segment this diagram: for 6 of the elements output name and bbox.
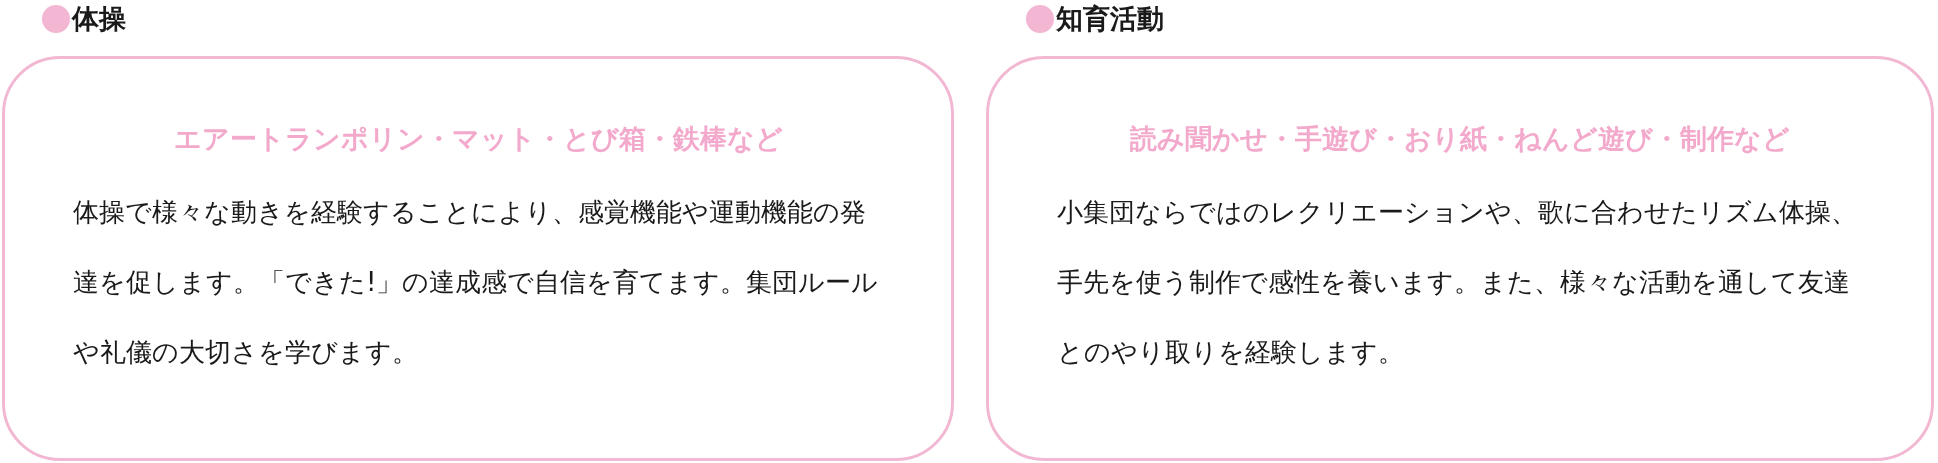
- description-text: 小集団ならではのレクリエーションや、歌に合わせたリズム体操、手先を使う制作で感性を養います。また、様々な活動を通して友達とのやり取りを経験します。: [1057, 196, 1858, 369]
- description-text: 体操で様々な動きを経験することにより、感覚機能や運動機能の発達を促します。「できた!」の達成感で自信を育てます。集団ルールや礼儀の大切さを学びます。: [73, 196, 880, 369]
- section-heading: 体操: [72, 2, 126, 36]
- activity-list: エアートランポリン・マット・とび箱・鉄棒など: [73, 119, 883, 159]
- section-heading: 知育活動: [1056, 2, 1164, 36]
- activity-list: 読み聞かせ・手遊び・おり紙・ねんど遊び・制作など: [1057, 119, 1863, 159]
